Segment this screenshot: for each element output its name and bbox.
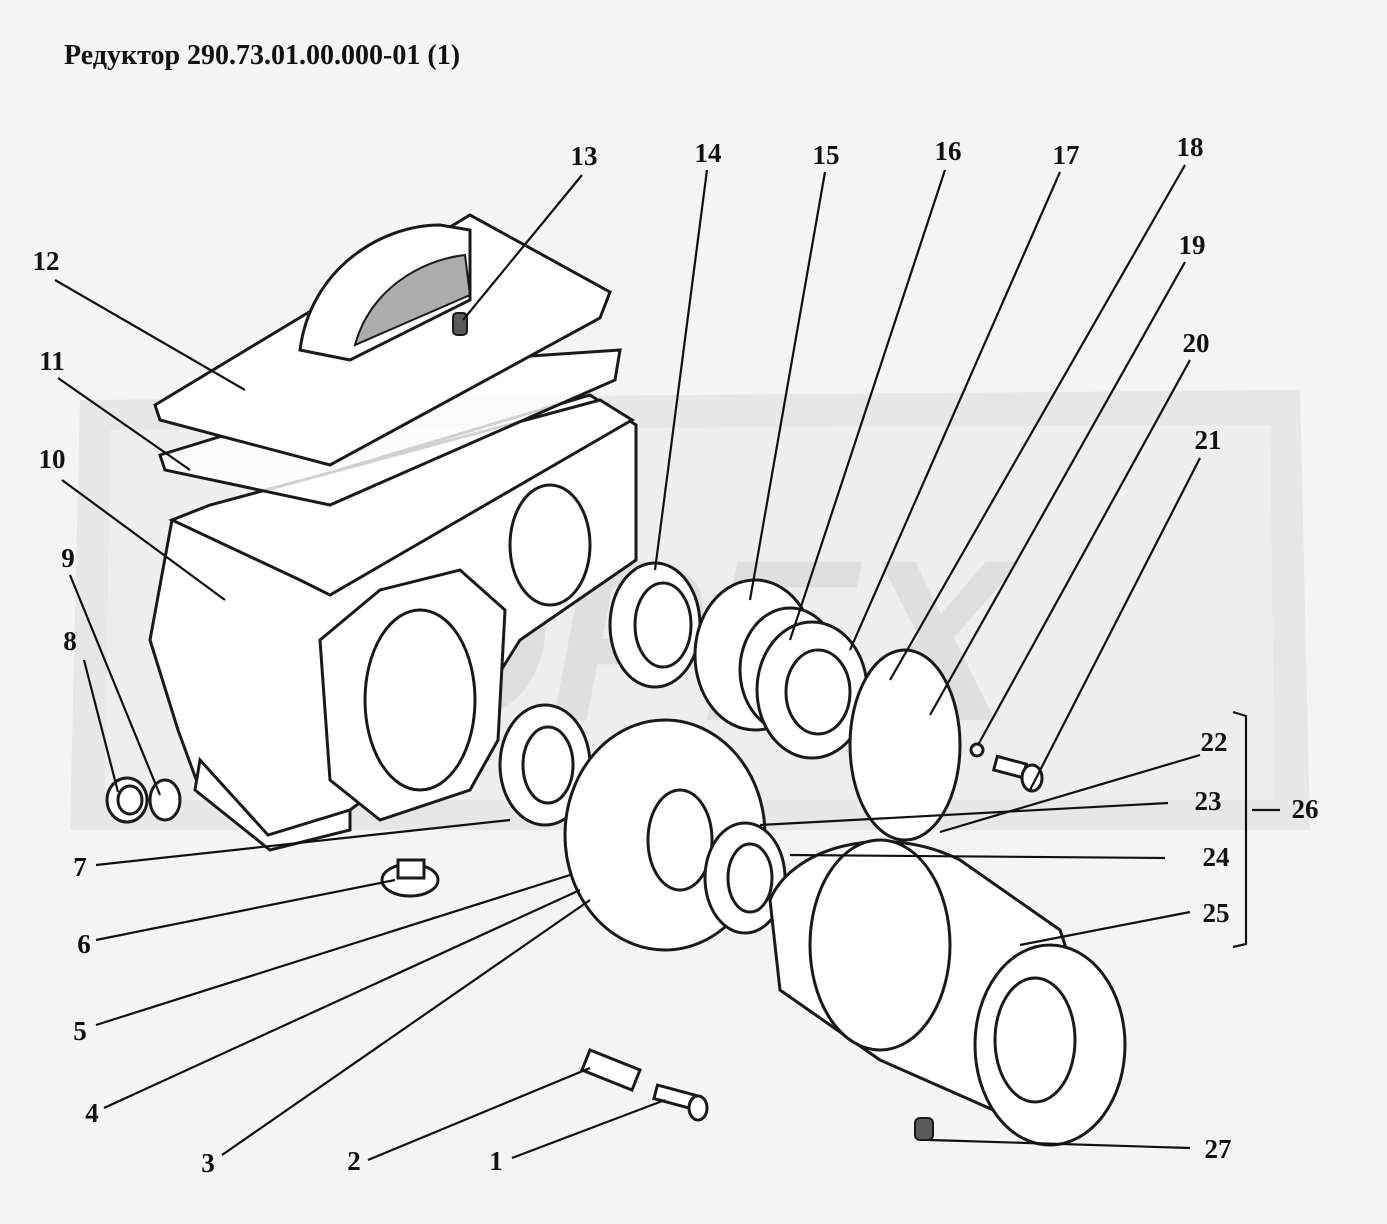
callout-27: 27 [1205, 1134, 1232, 1164]
drain-plug-8 [105, 776, 149, 824]
callout-9: 9 [61, 543, 75, 573]
callout-19: 19 [1179, 230, 1206, 260]
bearing-14 [608, 561, 702, 689]
callout-3: 3 [201, 1148, 215, 1178]
ring-24 [703, 821, 787, 935]
callout-7: 7 [73, 852, 87, 882]
callout-15: 15 [813, 140, 840, 170]
callout-2: 2 [347, 1146, 361, 1176]
callout-17: 17 [1053, 140, 1080, 170]
bolt-21 [991, 754, 1044, 793]
bolt-1 [652, 1083, 709, 1122]
callout-4: 4 [85, 1098, 99, 1128]
callout-23: 23 [1195, 786, 1222, 816]
callout-22: 22 [1201, 727, 1228, 757]
gearbox-housing [148, 393, 638, 852]
plate-2 [580, 1048, 642, 1092]
callout-26: 26 [1292, 794, 1319, 824]
callout-11: 11 [39, 346, 65, 376]
plug-27 [914, 1117, 934, 1141]
washer-20 [969, 742, 985, 758]
callout-25: 25 [1203, 898, 1230, 928]
callout-5: 5 [73, 1016, 87, 1046]
leader-lines [54, 164, 1280, 1162]
hub-25 [768, 838, 1127, 1147]
callout-12: 12 [33, 246, 60, 276]
callout-14: 14 [695, 138, 722, 168]
callout-10: 10 [39, 444, 66, 474]
callout-13: 13 [571, 141, 598, 171]
callout-labels: 1 2 3 4 5 6 7 8 9 10 11 12 13 14 15 16 1… [33, 132, 1319, 1178]
callout-16: 16 [935, 136, 962, 166]
flange-17 [755, 620, 869, 760]
callout-18: 18 [1177, 132, 1204, 162]
end-cover-18 [848, 648, 962, 842]
callout-6: 6 [77, 929, 91, 959]
callout-8: 8 [63, 626, 77, 656]
plug-6 [380, 858, 440, 898]
diagram-title: Редуктор 290.73.01.00.000-01 (1) [64, 40, 461, 71]
cover-12 [153, 213, 612, 467]
callout-21: 21 [1195, 425, 1222, 455]
o-ring-9 [148, 778, 182, 822]
callout-24: 24 [1203, 842, 1230, 872]
callout-1: 1 [489, 1146, 503, 1176]
callout-20: 20 [1183, 328, 1210, 358]
